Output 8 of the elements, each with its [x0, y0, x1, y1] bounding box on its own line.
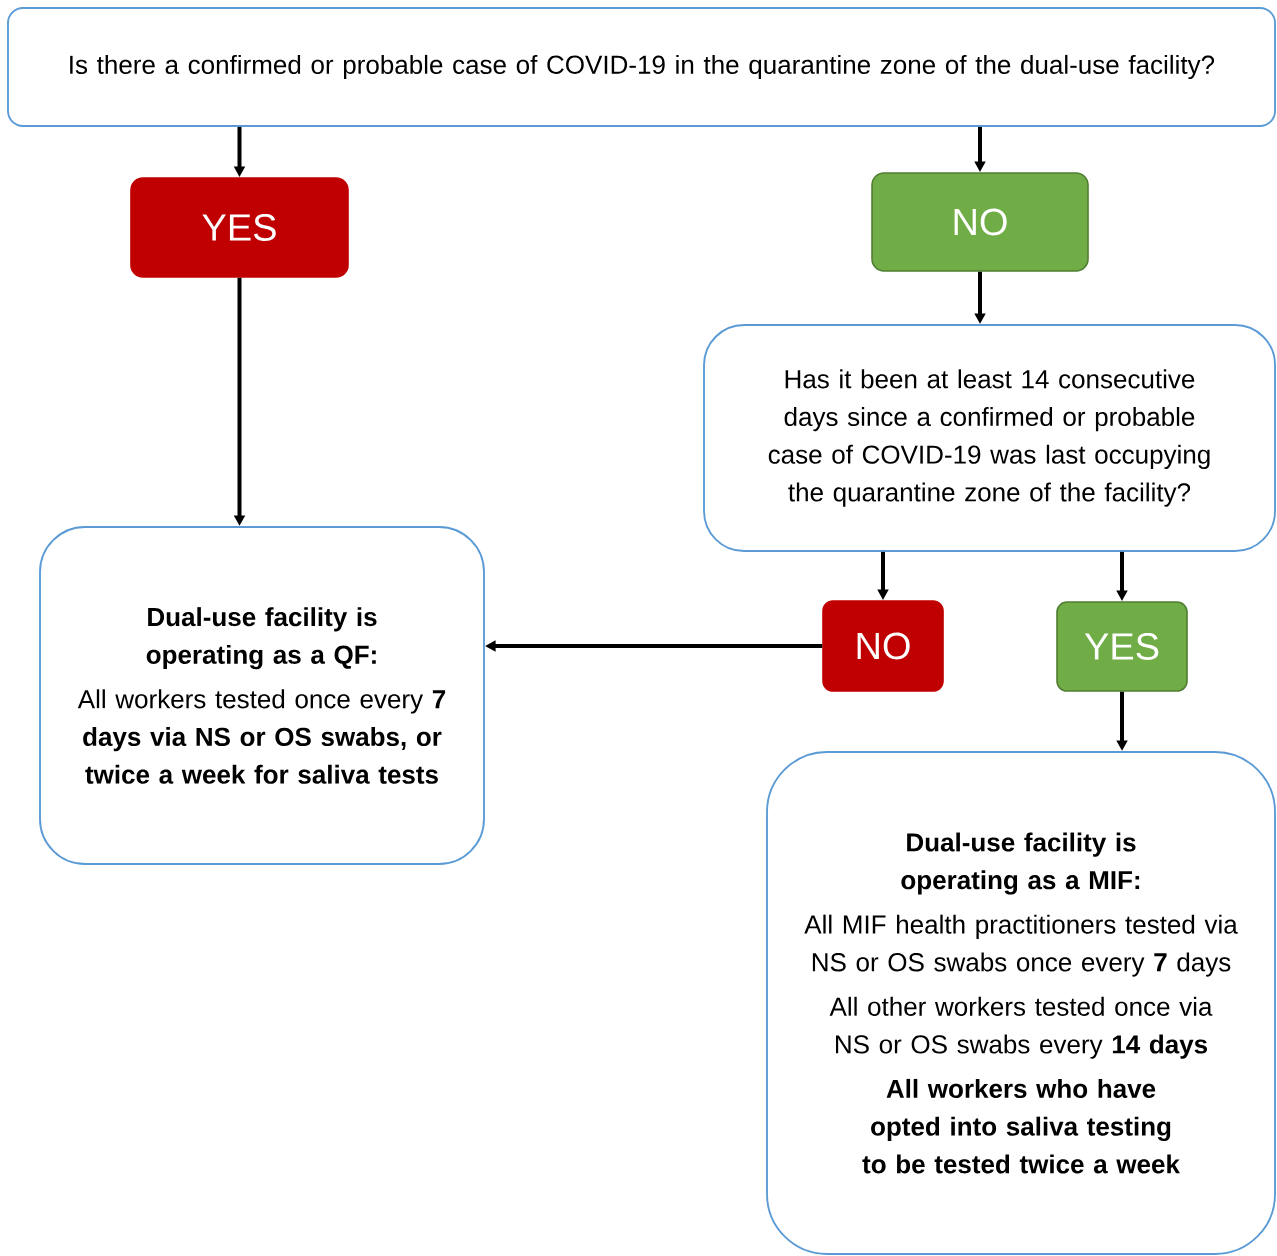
question-box: Is there a confirmed or probable case of COVID-19 in the quarantine zone of the dual-use facility? [7, 7, 1276, 127]
yes-box: YES [1056, 601, 1188, 692]
question-box: Has it been at least 14 consecutive days since a confirmed or probable case of COVID-19 was last occupying the quarantine zone of the facility? [703, 324, 1276, 552]
result-box: Dual-use facility is operating as a MIF: All MIF health practitioners tested via NS or OS swabs once every 7 days All other workers tested once via NS or OS swabs every 14 days All workers who have opted into saliva testing to be tested twice a week [766, 751, 1276, 1255]
result-box: Dual-use facility is operating as a QF: All workers tested once every 7 days via NS or OS swabs, or twice a week for saliva tests [39, 526, 485, 865]
yes-box: YES [130, 177, 349, 278]
no-box: NO [822, 600, 944, 692]
no-box: NO [871, 172, 1089, 272]
